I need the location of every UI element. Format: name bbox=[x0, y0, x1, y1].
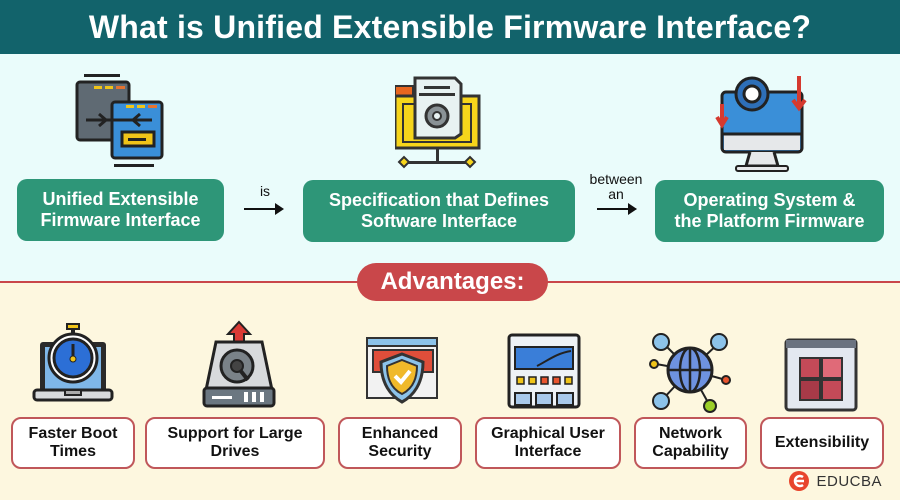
divider-left bbox=[0, 281, 360, 283]
definition-box-os-firmware: Operating System &the Platform Firmware bbox=[655, 180, 884, 242]
card-line2: Security bbox=[368, 443, 432, 460]
card-line1: Network bbox=[658, 425, 723, 442]
page-title: What is Unified Extensible Firmware Inte… bbox=[88, 8, 812, 45]
hard-drive-icon bbox=[202, 320, 276, 408]
card-line1: Enhanced bbox=[361, 425, 439, 442]
educba-logo-icon bbox=[789, 471, 810, 491]
card-line2: Times bbox=[50, 443, 96, 460]
monitor-gear-icon bbox=[715, 76, 807, 172]
connector-line2: an bbox=[608, 186, 624, 202]
card-line2: Interface bbox=[514, 443, 582, 460]
security-shield-icon bbox=[366, 337, 438, 404]
box-label-line1: Operating System & bbox=[683, 190, 856, 210]
connector-line1: between bbox=[589, 171, 643, 187]
divider-right bbox=[545, 281, 900, 283]
card-line2: Drives bbox=[210, 443, 260, 460]
card-line1: Faster Boot bbox=[28, 425, 118, 442]
card-line2: Capability bbox=[652, 443, 729, 460]
network-globe-icon bbox=[649, 333, 731, 413]
box-label-line1: Specification that Defines bbox=[328, 190, 550, 210]
box-label-line2: the Platform Firmware bbox=[674, 211, 865, 231]
connector-label-is: is bbox=[259, 183, 271, 199]
brand-name: EDUCBA bbox=[816, 472, 882, 490]
firmware-windows-icon bbox=[75, 74, 164, 167]
specification-document-gear-icon bbox=[395, 76, 481, 169]
title-banner: What is Unified Extensible Firmware Inte… bbox=[0, 0, 900, 54]
card-line1: Support for Large bbox=[167, 425, 303, 442]
arrow-right-icon bbox=[244, 203, 284, 215]
card-line1: Extensibility bbox=[774, 434, 870, 451]
stopwatch-laptop-icon bbox=[32, 323, 114, 402]
card-line1: Graphical User bbox=[491, 425, 605, 442]
advantages-heading: Advantages: bbox=[357, 263, 548, 301]
educba-logo: EDUCBA bbox=[788, 470, 882, 492]
connector-label-between: between an bbox=[582, 172, 650, 202]
gui-window-icon bbox=[507, 333, 581, 409]
puzzle-window-icon bbox=[784, 338, 858, 412]
arrow-right-icon bbox=[597, 203, 637, 215]
box-label-line1: Unified Extensible bbox=[42, 189, 199, 209]
box-label-line2: Software Interface bbox=[360, 211, 518, 231]
box-label-line2: Firmware Interface bbox=[40, 210, 201, 230]
advantage-card-extensibility: Extensibility bbox=[760, 417, 884, 469]
